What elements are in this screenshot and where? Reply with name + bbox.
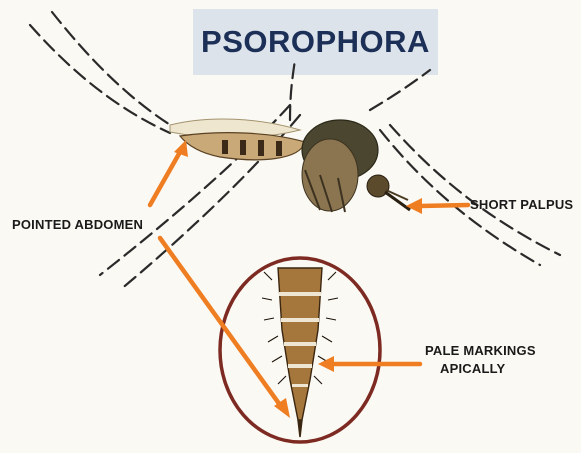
mosquito-thorax [302, 120, 378, 212]
label-short-palpus: SHORT PALPUS [470, 196, 573, 213]
arrow-to-palpus [420, 205, 468, 206]
label-pale-markings-2: APICALLY [440, 360, 505, 377]
arrow-to-abdomen-tip [150, 152, 180, 205]
arrowhead-palpus [406, 198, 422, 214]
label-pale-markings-1: PALE MARKINGS [425, 342, 536, 359]
mosquito-abdomen [180, 133, 305, 160]
mosquito-head [367, 175, 410, 210]
label-pointed-abdomen: POINTED ABDOMEN [12, 216, 143, 233]
